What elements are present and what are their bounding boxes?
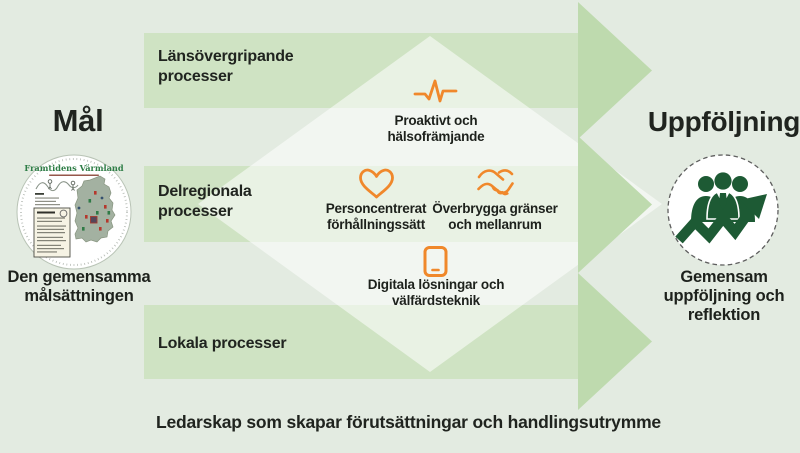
value-label-proaktivt: Proaktivt och hälsofrämjande: [387, 113, 485, 144]
followup-caption: Gemensam uppföljning och reflektion: [663, 268, 785, 325]
process-arrow-local-label: Lokala processer: [158, 335, 287, 352]
heart-icon: [359, 168, 394, 199]
goal-bullet-list: [35, 193, 60, 206]
goal-title: Mål: [52, 103, 104, 138]
process-arrow-subregional-head: [578, 136, 652, 273]
map-shape: [74, 175, 116, 243]
people-with-rising-arrow-icon: [667, 154, 779, 266]
rising-arrow: [675, 194, 767, 244]
varmland-map-illustration: Framtidens Värmland: [16, 154, 132, 270]
phone-icon: [423, 246, 448, 277]
value-label-digitala: Digitala lösningar och välfärdsteknik: [367, 277, 505, 308]
value-label-personcentrerat: Personcentrerat förhållningssätt: [325, 201, 427, 232]
process-arrow-regional-label: Länsövergripande processer: [158, 48, 294, 86]
value-label-overbrygga: Överbrygga gränser och mellanrum: [432, 201, 558, 232]
tiny-text-ring: [20, 158, 128, 266]
handshake-icon: [477, 169, 514, 196]
map-subtitle-line: [49, 174, 99, 176]
process-arrow-local-head: [578, 273, 652, 410]
process-arrow-subregional-label: Delregionala processer: [158, 183, 252, 221]
heartbeat-icon: [413, 79, 458, 103]
map-title: Framtidens Värmland: [24, 163, 123, 173]
followup-title: Uppföljning: [647, 106, 800, 137]
agreement-document: [33, 207, 71, 258]
journey-path: [35, 181, 79, 192]
goal-caption: Den gemensamma målsättningen: [7, 268, 151, 306]
leadership-footer: Ledarskap som skapar förutsättningar och…: [156, 412, 661, 432]
map-figures: [77, 191, 111, 231]
walking-figures: [47, 179, 76, 191]
process-arrow-regional-head: [578, 2, 652, 139]
